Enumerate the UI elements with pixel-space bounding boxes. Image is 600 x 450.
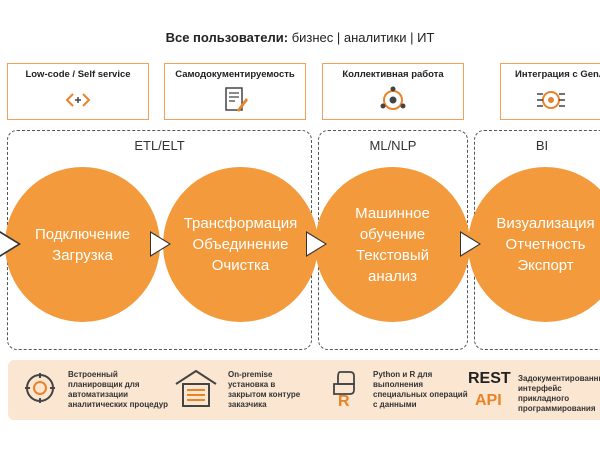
stage-ml: Машинное обучение Текстовый анализ [315, 167, 470, 322]
stage-label: Машинное обучение Текстовый анализ [355, 204, 430, 285]
code-arrows-icon [65, 93, 91, 107]
bottom-item-text: Python и R для выполнения специальных оп… [373, 370, 468, 409]
header-rest: бизнес | аналитики | ИТ [288, 30, 435, 45]
server-house-icon [175, 369, 217, 407]
rest-label: REST [468, 370, 511, 387]
document-pen-icon [225, 87, 248, 112]
page-title: Все пользователи: бизнес | аналитики | И… [0, 30, 600, 45]
arrow-1-icon [151, 233, 169, 255]
scheduler-icon [25, 373, 55, 403]
group-label-ml: ML/NLP [369, 138, 417, 153]
stage-label: Подключение Загрузка [34, 225, 131, 264]
arrow-2-icon [307, 233, 325, 255]
group-label-bi: BI [535, 138, 549, 153]
bottom-panel: Встроенный планировщик для автоматизации… [8, 360, 600, 420]
arrow-3-icon [461, 233, 479, 255]
group-label-etl: ETL/ELT [134, 138, 185, 153]
team-gear-icon [380, 86, 406, 110]
ai-brain-icon [537, 91, 565, 109]
stage-label: Трансформация Объединение Очистка [183, 215, 298, 274]
feature-label: Самодокументируемость [175, 69, 295, 80]
bottom-item-text: Встроенный планировщик для автоматизации… [68, 370, 168, 409]
stage-connect-load: Подключение Загрузка [5, 167, 160, 322]
feature-label: Коллективная работа [342, 69, 444, 80]
feature-low-code: Low-code / Self service [7, 63, 149, 120]
bottom-item-text: Задокументированный интерфейс прикладног… [518, 374, 600, 413]
header-bold: Все пользователи: [165, 30, 289, 45]
stage-label: Визуализация Отчетность Экспорт [496, 215, 595, 274]
python-r-icon: R [333, 371, 355, 408]
feature-label: Интеграция с GenAI [515, 69, 600, 80]
arrow-start-icon [0, 233, 18, 255]
stage-transform: Трансформация Объединение Очистка [163, 167, 318, 322]
api-label: API [475, 392, 502, 409]
svg-text:R: R [338, 393, 350, 408]
feature-collab: Коллективная работа [322, 63, 464, 120]
feature-genai: Интеграция с GenAI [500, 63, 600, 120]
bottom-item-text: On-premise установка в закрытом контуре … [228, 370, 301, 409]
stage-bi: Визуализация Отчетность Экспорт [468, 167, 600, 322]
feature-self-doc: Самодокументируемость [164, 63, 306, 120]
feature-label: Low-code / Self service [25, 69, 131, 80]
